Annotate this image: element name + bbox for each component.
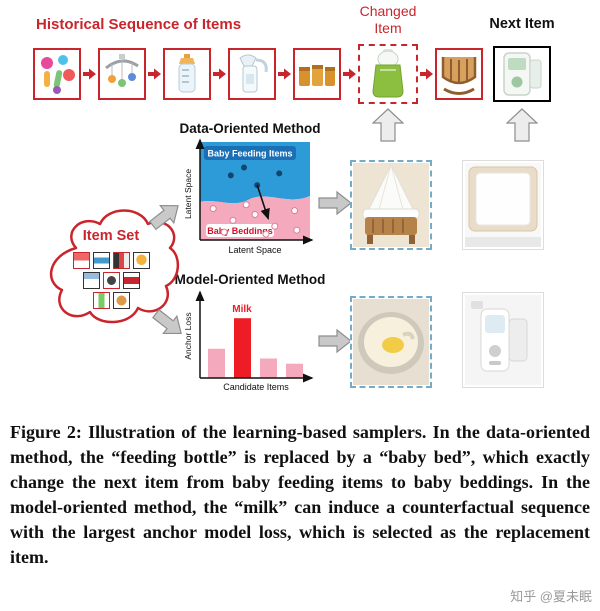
anchor-loss-bars	[208, 318, 303, 378]
sequence-arrow-icon	[148, 68, 161, 80]
feeding-label-badge	[204, 146, 296, 160]
sequence-arrow-icon	[278, 68, 291, 80]
item-thumb	[102, 272, 120, 289]
thumbnail-row	[72, 252, 150, 269]
feeding-pump-icon	[239, 54, 268, 93]
item-thumb	[112, 252, 130, 269]
sequence-arrow-icon	[213, 68, 226, 80]
item-thumb	[92, 252, 110, 269]
milk-bar-label: Milk	[232, 304, 252, 315]
wooden-cradle-icon	[441, 57, 477, 95]
crib-mattress-image	[462, 160, 544, 250]
latent-x-axis-label: Latent Space	[228, 245, 281, 255]
bedding-point	[209, 205, 217, 213]
item-set-thumbnails	[38, 252, 184, 309]
baby-bottle-icon	[178, 54, 196, 93]
loss-y-axis-label: Anchor Loss	[183, 312, 193, 359]
feeding-point	[241, 164, 247, 171]
history-item-3	[163, 48, 211, 100]
candidate-bar	[208, 348, 225, 378]
model-result-arrow-icon	[318, 328, 352, 359]
bedding-point	[242, 201, 250, 209]
candidate-bar	[260, 358, 277, 378]
candidate-bar	[286, 363, 303, 378]
thumbnail-row	[92, 292, 130, 309]
up-arrow-changed-icon	[371, 108, 405, 147]
data-oriented-title: Data-Oriented Method	[179, 121, 321, 136]
cloud-to-data-arrow-icon	[144, 195, 190, 240]
item-thumb	[82, 272, 100, 289]
item-thumb	[122, 272, 140, 289]
baby-food-maker-icon	[465, 295, 541, 385]
bedding-point	[251, 211, 259, 219]
sequence-arrow-icon	[420, 68, 433, 80]
changed-item-label: Changed Item	[359, 3, 417, 36]
canopy-crib-image	[350, 160, 432, 250]
feeding-point	[227, 172, 234, 179]
feeding-region-label: Baby Feeding Items	[207, 149, 292, 159]
sequence-arrow-icon	[83, 68, 96, 80]
model-oriented-title: Model-Oriented Method	[174, 272, 326, 287]
latent-y-axis-label: Latent Space	[183, 169, 193, 219]
bedding-point	[291, 207, 299, 215]
thumbnail-row	[82, 272, 140, 289]
watermark: 知乎 @夏未眠	[510, 589, 592, 604]
bedding-point	[262, 230, 270, 238]
history-item-1	[33, 48, 81, 100]
bedding-region-label: Baby Beddings	[207, 226, 273, 236]
history-item-4	[228, 48, 276, 100]
milk-bowl-icon	[353, 299, 429, 385]
data-result-arrow-icon	[318, 190, 352, 221]
candidate-bar	[234, 318, 251, 378]
replacement-arrow	[256, 184, 270, 220]
changed-item-box	[358, 44, 418, 104]
item-thumb	[112, 292, 130, 309]
item-thumb	[132, 252, 150, 269]
next-item-box	[493, 46, 551, 102]
figure-caption: Figure 2: Illustration of the learning-b…	[10, 422, 590, 567]
baby-toys-icon	[41, 55, 75, 94]
bedding-point	[220, 228, 228, 236]
item-set-label: Item Set	[82, 228, 140, 244]
green-feeding-bottle-icon	[372, 49, 404, 98]
item-thumb	[72, 252, 90, 269]
item-thumb	[92, 292, 110, 309]
item-sequence	[33, 44, 551, 104]
bedding-point	[229, 216, 237, 224]
bottle-machine-icon	[503, 52, 542, 96]
bedding-point	[293, 226, 301, 234]
appended-item-box	[435, 48, 483, 100]
historical-sequence-label: Historical Sequence of Items	[36, 16, 242, 33]
cloud-to-model-arrow-icon	[144, 303, 190, 348]
food-jars-icon	[299, 65, 335, 86]
milk-bowl-image	[350, 296, 432, 388]
feeding-point	[276, 170, 283, 177]
sequence-arrow-icon	[343, 68, 356, 80]
crib-mobile-icon	[105, 54, 139, 87]
next-item-label: Next Item	[489, 16, 555, 32]
loss-x-axis-label: Candidate Items	[223, 382, 289, 392]
item-set-cloud: Item Set	[38, 196, 184, 350]
latent-space-plot: Baby Feeding Items Baby Beddings Latent …	[183, 138, 314, 255]
up-arrow-next-icon	[505, 108, 539, 147]
history-item-5	[293, 48, 341, 100]
feeding-point	[254, 182, 261, 189]
canopy-crib-icon	[353, 163, 429, 247]
history-item-2	[98, 48, 146, 100]
baby-food-maker-image	[462, 292, 544, 388]
anchor-loss-chart: Milk Anchor Loss Candidate Items	[183, 290, 314, 392]
latent-scatter-dots	[209, 164, 301, 238]
bedding-point	[271, 222, 279, 230]
crib-mattress-icon	[465, 163, 541, 247]
